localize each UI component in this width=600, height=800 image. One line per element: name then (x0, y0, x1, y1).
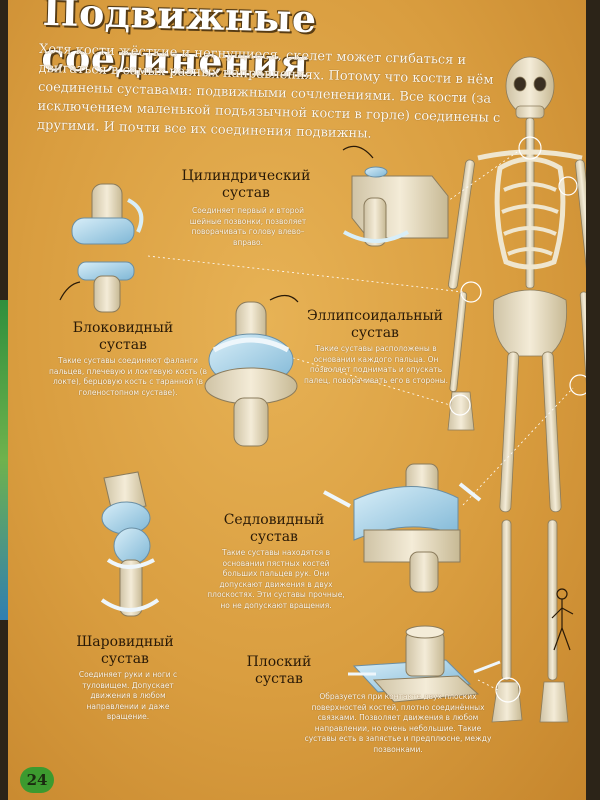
ball-joint-description: Соединяет руки и ноги с туловищем. Допус… (78, 670, 178, 721)
hinge-joint-description: Такие суставы соединяют фаланги пальцев,… (48, 356, 207, 397)
pelvis (493, 289, 567, 357)
left-femur (499, 351, 520, 513)
plane-joint-illustration (348, 625, 501, 703)
left-humerus (448, 159, 475, 290)
intro-paragraph: Хотя кости жёсткие и негнущиеся, скелет … (36, 41, 501, 142)
joint-markers (449, 136, 586, 703)
right-humerus (575, 159, 586, 290)
plane-joint-description: Образуется при контакте двух плоских пов… (304, 692, 492, 754)
adjacent-page-edge (0, 300, 8, 620)
hinge-joint-illustration (59, 183, 144, 313)
ellipsoid-joint-title: Эллипсоидальный сустав (306, 308, 444, 341)
ribcage (494, 156, 566, 270)
right-foot (539, 681, 569, 723)
stick-figure (551, 588, 574, 651)
cylindrical-joint-illustration (342, 145, 449, 247)
spine (525, 117, 535, 289)
book-page: Подвижные соединения Хотя кости жёсткие … (8, 0, 586, 800)
saddle-joint-illustration (323, 463, 482, 593)
illustrations (59, 56, 586, 723)
left-hand (447, 391, 475, 431)
right-femur (541, 351, 562, 513)
saddle-joint-title: Седловидный сустав (223, 512, 325, 545)
ellipsoid-joint-illustration (204, 294, 299, 447)
cylindrical-joint-description: Соединяет первый и второй шейные позвонк… (189, 206, 307, 247)
clavicles (477, 149, 583, 161)
cylindrical-joint-title: Цилиндрический сустав (181, 168, 311, 201)
saddle-joint-description: Такие суставы находятся в основании пяст… (207, 548, 345, 610)
connector-lines (147, 149, 574, 691)
page-number: 24 (20, 767, 54, 793)
ellipsoid-joint-description: Такие суставы расположены в основании ка… (303, 344, 449, 385)
skeleton-illustration (447, 56, 586, 723)
ball-joint-title: Шаровидный сустав (76, 634, 174, 667)
ball-joint-illustration (100, 471, 160, 617)
hinge-joint-title: Блоковидный сустав (72, 320, 174, 353)
plane-joint-title: Плоский сустав (246, 654, 312, 687)
